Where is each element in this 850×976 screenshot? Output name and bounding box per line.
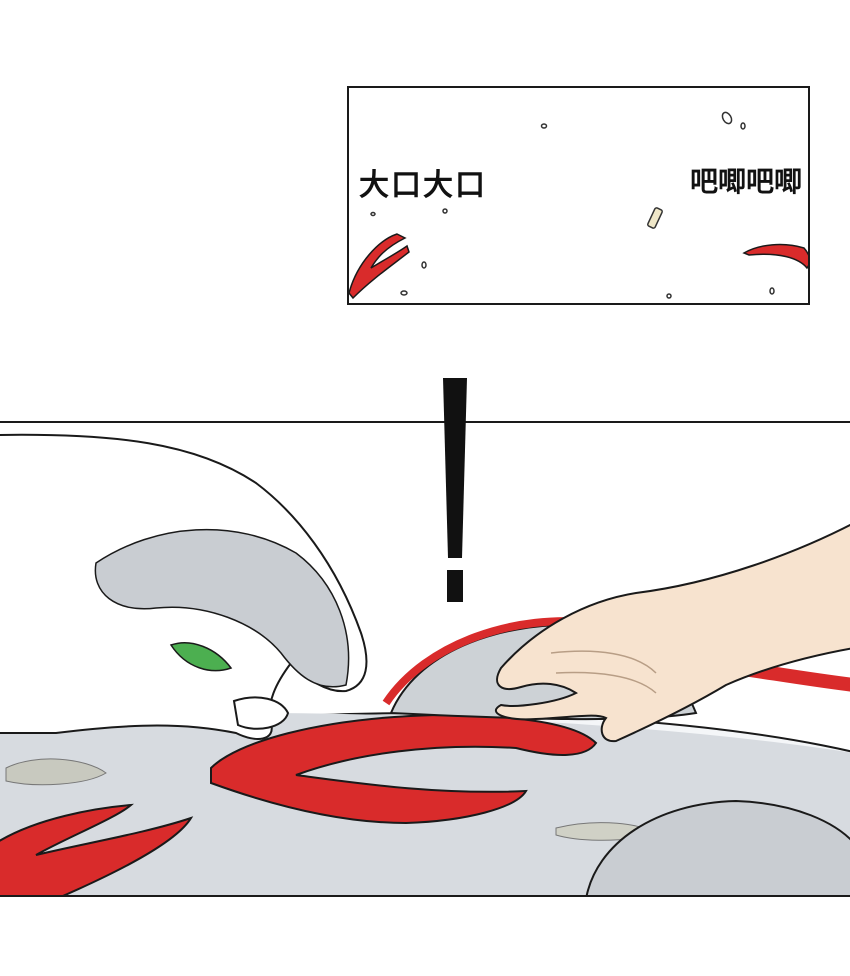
- top-panel: 大口大口 吧唧吧唧: [347, 86, 810, 305]
- chili-pepper-right: [742, 243, 808, 270]
- chili-pepper-bottom-left: [0, 803, 194, 895]
- sfx-chomp-text: 大口大口: [359, 168, 487, 203]
- exclamation-mark-icon: [440, 378, 470, 606]
- bottom-panel-art: [0, 433, 850, 895]
- chili-pepper-left: [349, 233, 410, 300]
- sfx-smack-text: 吧唧吧唧: [689, 165, 802, 198]
- top-panel-art: [349, 111, 808, 300]
- hand-right: [494, 523, 850, 743]
- exclamation-mark: [443, 378, 467, 602]
- bottom-panel: [0, 421, 850, 897]
